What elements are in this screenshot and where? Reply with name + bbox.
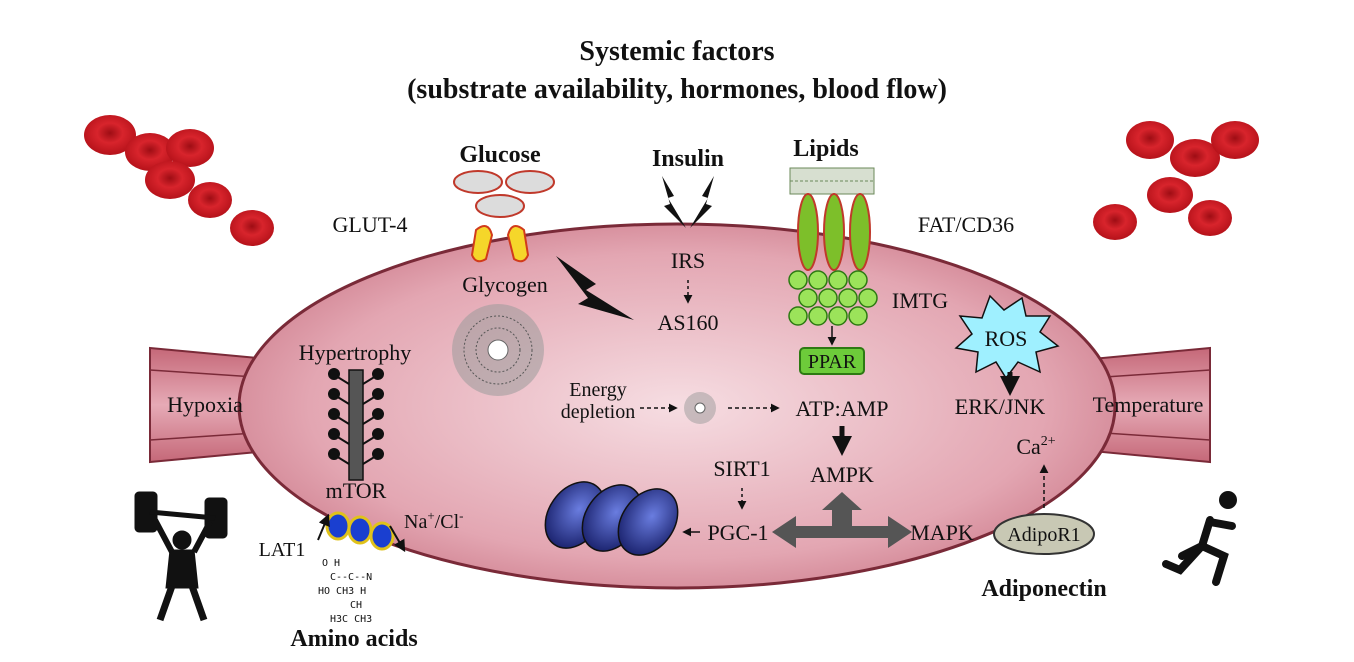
- erk-jnk-label: ERK/JNK: [955, 394, 1046, 419]
- glut4-label: GLUT-4: [333, 212, 408, 237]
- mtor-label: mTOR: [326, 478, 387, 503]
- na-cl-label: Na+/Cl-: [404, 508, 463, 533]
- insulin-label: Insulin: [652, 146, 724, 172]
- glucose-molecules: [453, 170, 555, 218]
- ppar-label: PPAR: [808, 351, 857, 373]
- imtg-label: IMTG: [892, 288, 948, 313]
- ampk-label: AMPK: [810, 462, 874, 487]
- mapk-label: MAPK: [910, 520, 974, 545]
- lat1-label: LAT1: [259, 539, 306, 561]
- title-line-1: Systemic factors: [579, 36, 774, 67]
- hypoxia-label: Hypoxia: [167, 392, 243, 417]
- sirt1-label: SIRT1: [713, 456, 770, 481]
- ampk-pgc-mapk-arrow: [772, 492, 912, 548]
- imtg-droplets-icon: [788, 270, 878, 326]
- pgc1-label: PGC-1: [707, 520, 768, 545]
- mitochondria-icon: [544, 481, 679, 556]
- leucine-molecule-icon: O H C--C--N HO CH3 H CH H3C CH3: [318, 558, 372, 625]
- lipid-bilayer-icon: [789, 167, 875, 195]
- ros-label: ROS: [985, 326, 1028, 351]
- ca-label: Ca2+: [1016, 434, 1055, 459]
- insulin-lightning-icons: [662, 176, 714, 228]
- adiponectin-label: Adiponectin: [981, 576, 1106, 602]
- as160-label: AS160: [657, 310, 718, 335]
- svg-text:HO CH3 H: HO CH3 H: [318, 586, 366, 597]
- adipor1-receptor: [993, 513, 1095, 555]
- atp-amp-label: ATP:AMP: [796, 396, 889, 421]
- runner-icon: [1162, 491, 1237, 586]
- small-glycogen-icon: [684, 392, 716, 424]
- glut4-transporter-icon: [470, 225, 530, 263]
- svg-text:O H: O H: [322, 558, 340, 569]
- svg-text:H3C CH3: H3C CH3: [330, 614, 372, 625]
- energy-label-line1: Energy: [569, 379, 626, 401]
- lipids-label: Lipids: [793, 136, 858, 162]
- title-line-2: (substrate availability, hormones, blood…: [407, 74, 947, 105]
- fat-cd36-transporter-icon: [797, 193, 871, 271]
- red-blood-cells-left: [84, 115, 274, 246]
- amino-acids-label: Amino acids: [290, 626, 417, 652]
- fat-cd36-label: FAT/CD36: [918, 212, 1014, 237]
- glucose-label: Glucose: [459, 142, 541, 168]
- amino-acid-transporter-icon: [317, 511, 406, 553]
- adipor1-label: AdipoR1: [1007, 524, 1080, 546]
- big-lightning-icon: [556, 256, 634, 320]
- ros-burst-icon: [954, 294, 1060, 380]
- ppar-box: [799, 347, 865, 375]
- svg-text:C--C--N: C--C--N: [330, 572, 372, 583]
- mtor-tree-icon: [328, 368, 384, 481]
- svg-text:CH: CH: [350, 600, 362, 611]
- hypertrophy-label: Hypertrophy: [299, 340, 411, 365]
- energy-label-line2: depletion: [561, 401, 635, 423]
- glycogen-label: Glycogen: [462, 272, 548, 297]
- temperature-label: Temperature: [1093, 392, 1204, 417]
- irs-label: IRS: [671, 248, 705, 273]
- red-blood-cells-right: [1093, 121, 1259, 240]
- weightlifter-icon: [134, 491, 228, 622]
- glycogen-granule-icon: [452, 304, 544, 396]
